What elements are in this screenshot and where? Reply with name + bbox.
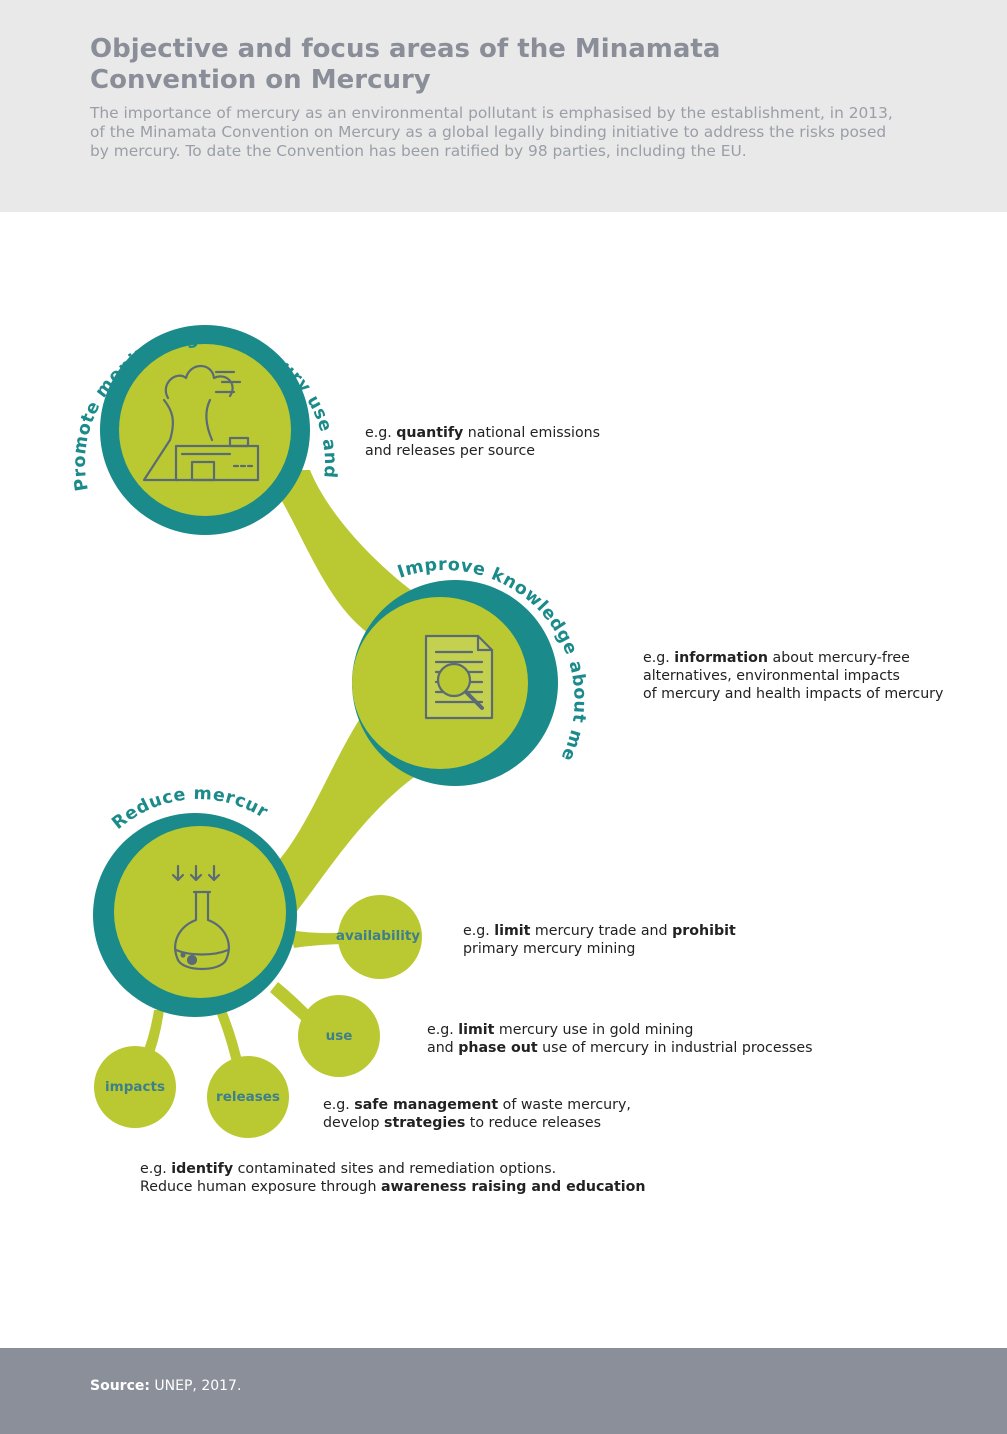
impacts-note: e.g. identify contaminated sites and rem… — [140, 1160, 645, 1196]
note-line: primary mercury mining — [463, 941, 636, 957]
title-line-1: Objective and focus areas of the Minamat… — [90, 34, 721, 64]
releases-circle — [207, 1056, 289, 1138]
note-line: and phase out use of mercury in industri… — [427, 1040, 813, 1056]
use-note: e.g. limit mercury use in gold mining an… — [427, 1021, 812, 1057]
monitoring-note: e.g. quantify national emissions and rel… — [365, 424, 600, 460]
source-label: Source: — [90, 1378, 150, 1394]
title-line-2: Convention on Mercury — [90, 65, 431, 95]
knowledge-note: e.g. information about mercury-free alte… — [643, 649, 943, 703]
note-line: develop strategies to reduce releases — [323, 1115, 601, 1131]
releases-label: releases — [216, 1089, 280, 1105]
footer-band — [0, 1348, 1007, 1434]
releases-note: e.g. safe management of waste mercury, d… — [323, 1096, 631, 1132]
focus-areas-diagram: Promote monitoring of mercury use and em… — [0, 212, 589, 1138]
use-circle — [298, 995, 380, 1077]
source-note: Source: UNEP, 2017. — [90, 1378, 241, 1394]
intro-line-1: The importance of mercury as an environm… — [90, 104, 893, 122]
note-line: and releases per source — [365, 443, 536, 459]
power-plant-icon — [142, 364, 260, 482]
note-line: e.g. information about mercury-free — [643, 650, 910, 666]
note-line: of mercury and health impacts of mercury — [643, 686, 944, 702]
note-line: Reduce human exposure through awareness … — [140, 1179, 646, 1195]
note-line: alternatives, environmental impacts — [643, 668, 900, 684]
impacts-label: impacts — [105, 1079, 165, 1095]
note-line: e.g. limit mercury use in gold mining — [427, 1022, 694, 1038]
source-text: UNEP, 2017. — [149, 1378, 242, 1394]
connector-monitor-knowledge — [262, 470, 440, 636]
availability-circle — [338, 895, 422, 979]
note-line: e.g. quantify national emissions — [365, 425, 601, 441]
intro-line-3: by mercury. To date the Convention has b… — [90, 142, 747, 160]
intro-text: The importance of mercury as an environm… — [90, 104, 920, 161]
intro-line-2: of the Minamata Convention on Mercury as… — [90, 123, 887, 141]
document-search-icon — [424, 634, 494, 720]
header-band — [0, 0, 1007, 212]
note-line: e.g. identify contaminated sites and rem… — [140, 1161, 557, 1177]
connector-releases — [216, 1010, 244, 1072]
use-label: use — [326, 1028, 353, 1044]
monitoring-circle — [100, 325, 310, 535]
connector-availability — [290, 930, 350, 948]
note-line: e.g. safe management of waste mercury, — [323, 1097, 631, 1113]
availability-note: e.g. limit mercury trade and prohibit pr… — [463, 922, 736, 958]
impacts-circle — [94, 1046, 176, 1128]
availability-label: availability — [336, 928, 420, 944]
flask-icon — [171, 864, 230, 971]
page-title: Objective and focus areas of the Minamat… — [90, 34, 810, 96]
note-line: e.g. limit mercury trade and prohibit — [463, 923, 736, 939]
